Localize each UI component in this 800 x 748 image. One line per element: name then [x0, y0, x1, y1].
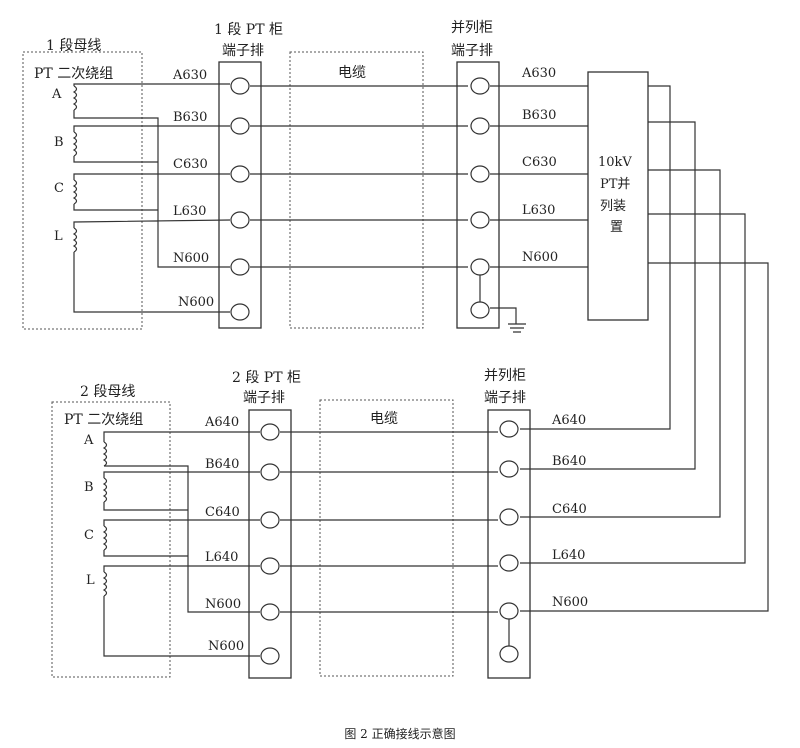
- svg-text:L: L: [86, 573, 95, 588]
- svg-text:L630: L630: [173, 204, 206, 219]
- svg-text:列装: 列装: [600, 199, 626, 214]
- svg-text:N600: N600: [552, 595, 588, 610]
- svg-text:B640: B640: [552, 454, 586, 469]
- parallel-terminal-title-1: 端子排: [451, 43, 493, 59]
- svg-text:A640: A640: [551, 413, 586, 428]
- terminal-strip-2: [248, 409, 292, 679]
- terminals-2: [260, 420, 519, 665]
- svg-text:B630: B630: [173, 110, 207, 125]
- cable-box-1: [289, 51, 424, 329]
- svg-text:C630: C630: [522, 155, 557, 170]
- coil-a-2: A: [83, 433, 108, 467]
- coil-a-1: A: [51, 85, 78, 111]
- svg-text:L640: L640: [552, 548, 585, 563]
- parallel-title-2: 并列柜: [484, 368, 526, 384]
- svg-text:A: A: [51, 87, 62, 102]
- svg-text:A640: A640: [204, 415, 239, 430]
- bus-label-1: 1 段母线: [46, 38, 101, 54]
- pt-label-1: PT 二次绕组: [34, 66, 113, 82]
- svg-text:C630: C630: [173, 157, 208, 172]
- cabinet-title-1: 1 段 PT 柜: [214, 22, 283, 38]
- pt-label-2: PT 二次绕组: [64, 412, 143, 428]
- coil-l-2: L: [86, 571, 108, 597]
- svg-text:10kV: 10kV: [598, 155, 632, 170]
- cable-label-2: 电缆: [370, 411, 398, 427]
- svg-text:L630: L630: [522, 203, 555, 218]
- svg-text:置: 置: [610, 220, 623, 235]
- svg-text:N600: N600: [178, 295, 214, 310]
- svg-text:C640: C640: [552, 502, 587, 517]
- pt-parallel-device: 10kV PT并 列装 置: [520, 71, 769, 612]
- svg-text:N600: N600: [173, 251, 209, 266]
- svg-text:PT并: PT并: [600, 177, 630, 192]
- svg-text:C: C: [54, 181, 64, 196]
- svg-text:A630: A630: [172, 68, 207, 83]
- svg-text:B: B: [54, 135, 64, 150]
- svg-text:C: C: [84, 528, 94, 543]
- parallel-strip-2: [487, 409, 531, 679]
- svg-text:A630: A630: [521, 66, 556, 81]
- coil-c-2: C: [84, 525, 108, 551]
- svg-text:N600: N600: [208, 639, 244, 654]
- cable-label-1: 电缆: [338, 65, 366, 81]
- parallel-title-1: 并列柜: [451, 20, 493, 36]
- pt-winding-box-1: [22, 51, 143, 330]
- section1: 1 段母线 PT 二次绕组 A B C L 1 段 PT 柜 端子排 A630 …: [22, 20, 588, 333]
- svg-text:N600: N600: [205, 597, 241, 612]
- terminal-title-2: 端子排: [243, 390, 285, 406]
- svg-text:A: A: [83, 433, 94, 448]
- coil-b-1: B: [54, 131, 78, 157]
- pt-winding-box-2: [51, 401, 171, 678]
- bus-label-2: 2 段母线: [80, 384, 135, 400]
- left-labels-1: A630 B630 C630 L630 N600 N600: [172, 68, 214, 310]
- svg-text:C640: C640: [205, 505, 240, 520]
- parallel-strip-1: [456, 61, 500, 329]
- svg-text:L: L: [54, 229, 63, 244]
- svg-text:N600: N600: [522, 250, 558, 265]
- svg-text:B: B: [84, 480, 94, 495]
- cabinet-title-2: 2 段 PT 柜: [232, 370, 301, 386]
- right-labels-2: A640 B640 C640 L640 N600: [551, 413, 588, 610]
- terminals-1: [230, 77, 490, 321]
- parallel-terminal-title-2: 端子排: [484, 390, 526, 406]
- terminal-title-1: 端子排: [222, 43, 264, 59]
- right-labels-1: A630 B630 C630 L630 N600: [521, 66, 558, 265]
- svg-text:L640: L640: [205, 550, 238, 565]
- coil-b-2: B: [84, 477, 108, 503]
- svg-text:B640: B640: [205, 457, 239, 472]
- section2: 2 段母线 PT 二次绕组 A B C L 2 段 PT 柜 端子排 A640 …: [51, 368, 588, 679]
- terminal-strip-1: [218, 61, 262, 329]
- coil-l-1: L: [54, 227, 78, 253]
- coil-c-1: C: [54, 179, 78, 205]
- figure-caption: 图 2 正确接线示意图: [344, 726, 455, 741]
- left-labels-2: A640 B640 C640 L640 N600 N600: [204, 415, 244, 654]
- svg-text:B630: B630: [522, 108, 556, 123]
- cable-box-2: [319, 399, 454, 677]
